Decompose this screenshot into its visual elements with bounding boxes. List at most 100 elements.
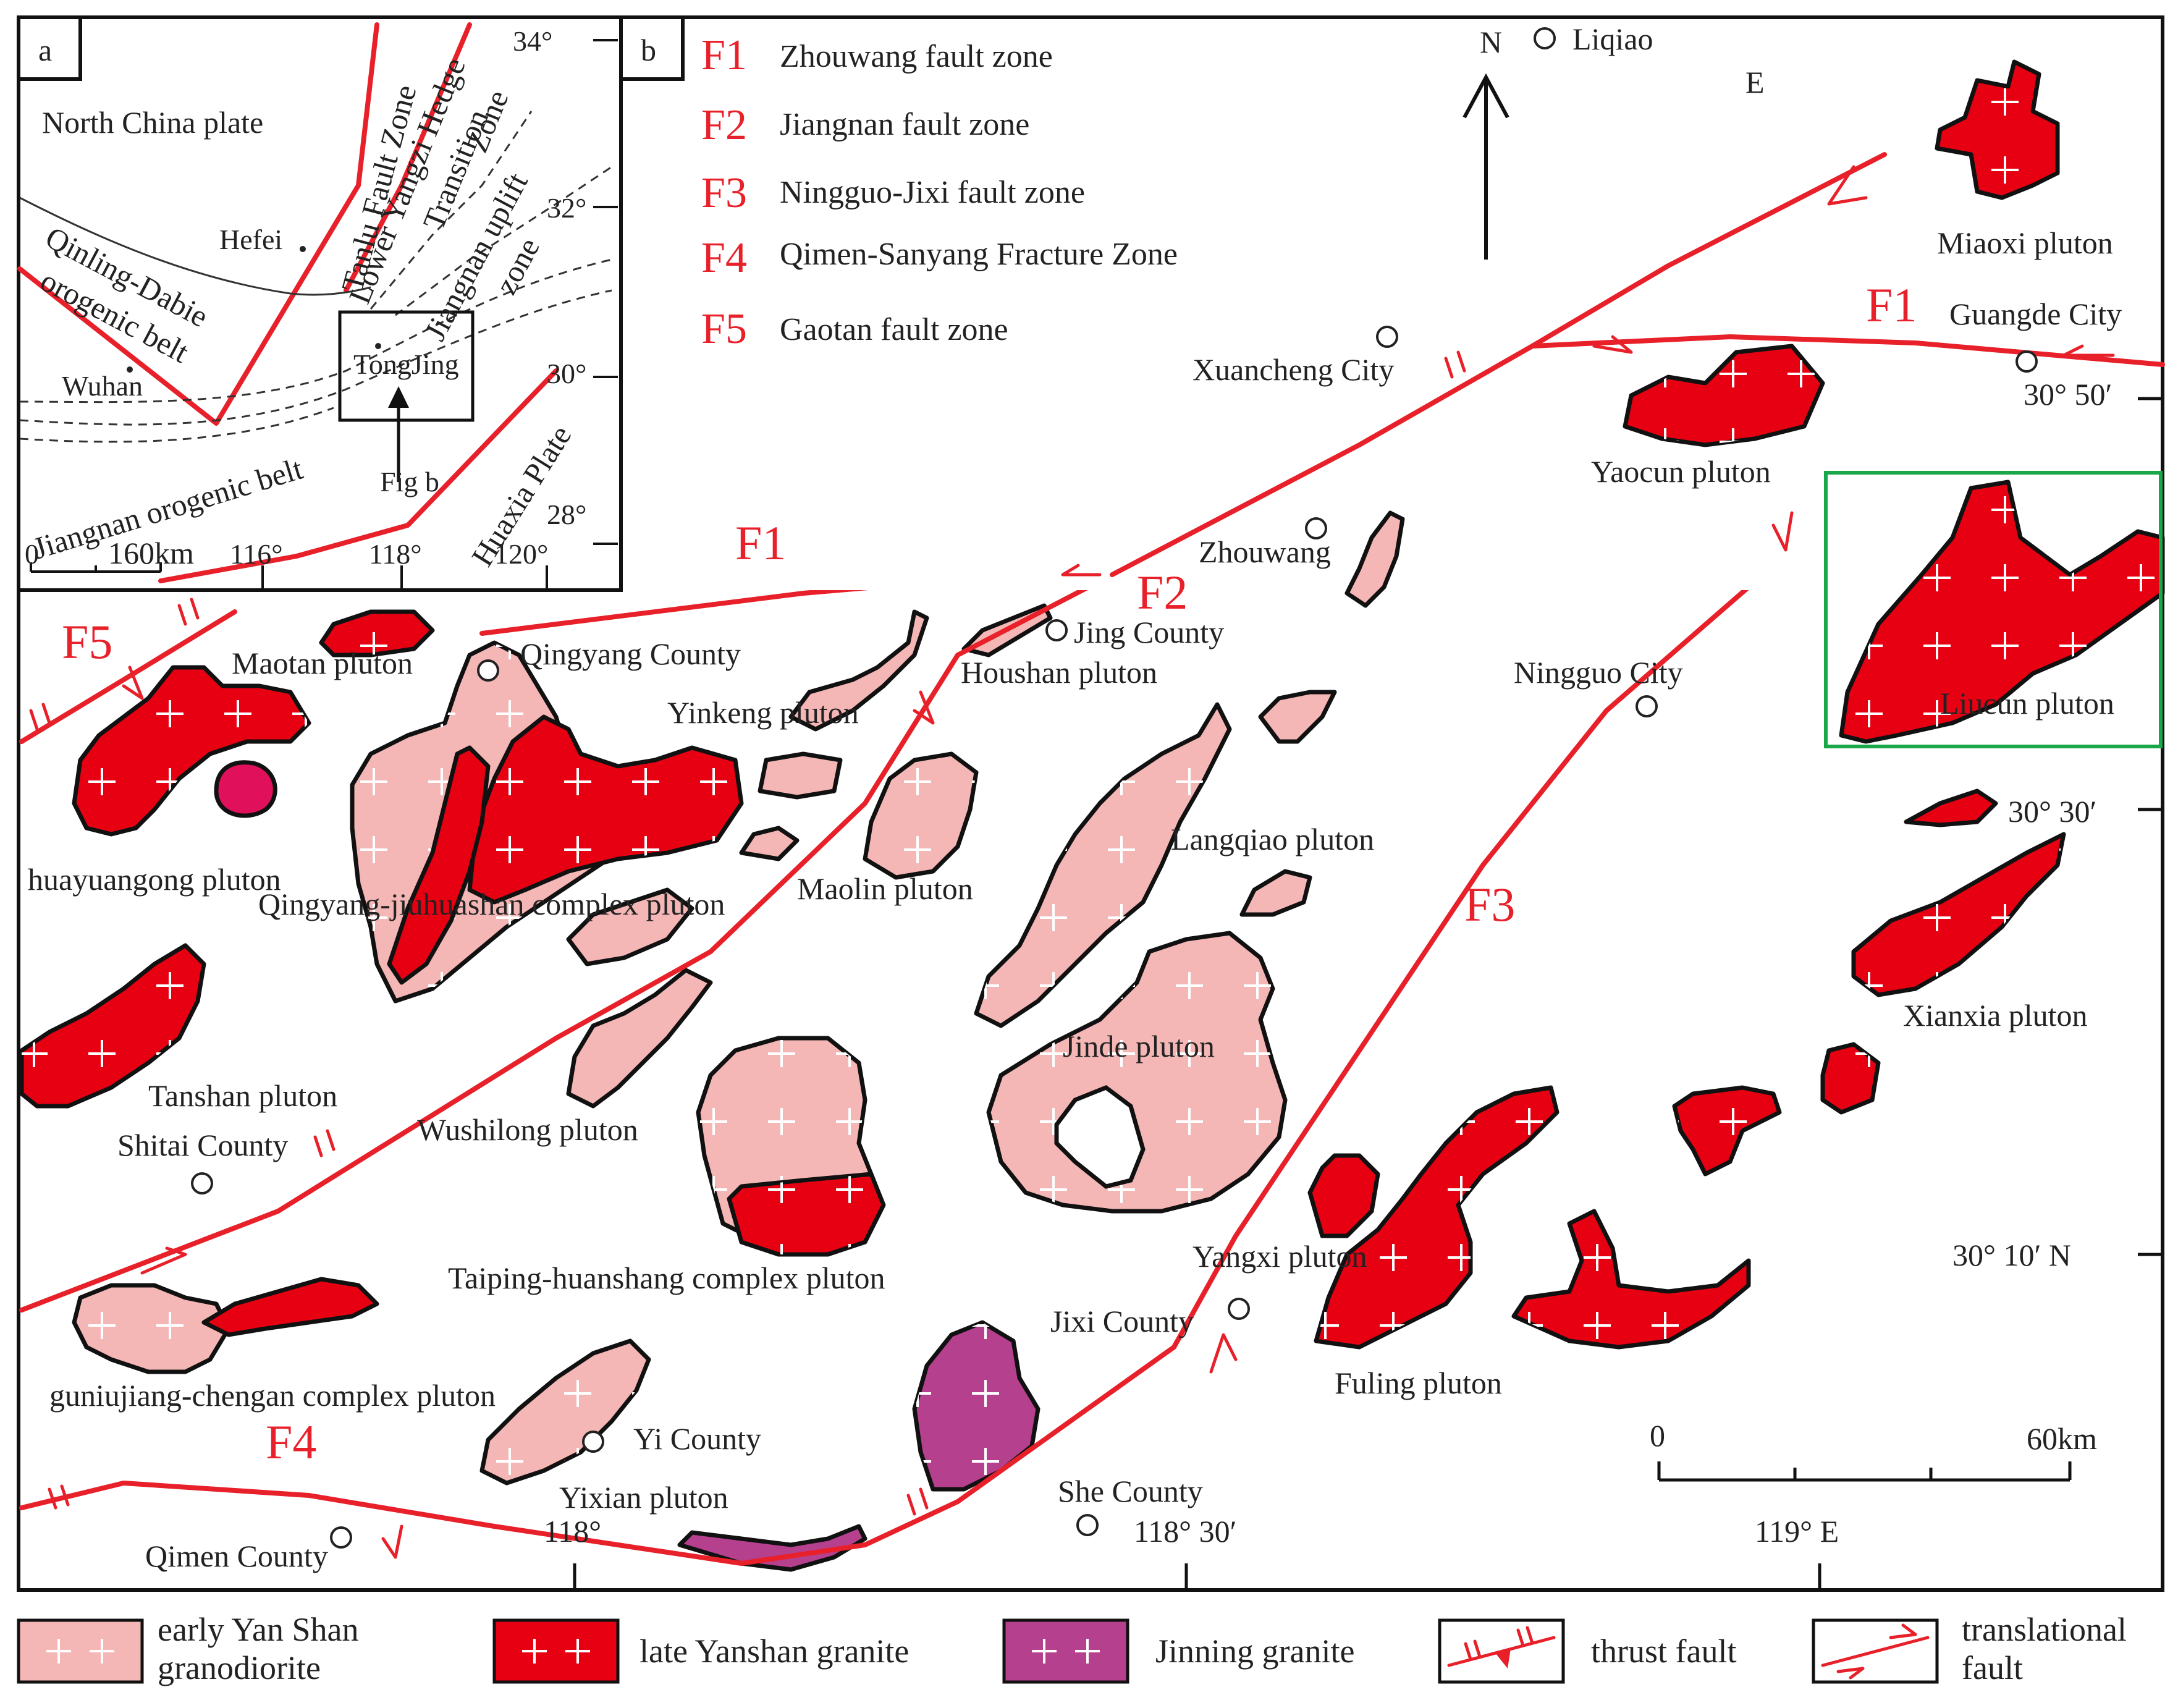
small-red-pluton-3030	[1904, 788, 1998, 827]
faults-main	[19, 590, 1749, 1566]
inset-north-china-label: North China plate	[42, 105, 263, 140]
qimen-label: Qimen County	[145, 1539, 328, 1573]
jixi-label: Jixi County	[1050, 1304, 1194, 1338]
fault-f5	[19, 609, 237, 744]
maotan-label: Maotan pluton	[232, 646, 413, 680]
fault-legend-f1-code: F1	[701, 32, 747, 79]
f3-arrow-north	[1771, 511, 1794, 552]
f1-thrust-ticks	[1444, 350, 1466, 379]
liucun-label: Liucun pluton	[1940, 686, 2114, 721]
she-marker	[1076, 1514, 1099, 1536]
legend-late-yanshan-swatch	[492, 1618, 620, 1684]
guangde-marker	[2015, 350, 2038, 373]
fault-f1-west	[479, 590, 869, 636]
zhouwang-marker	[1305, 517, 1327, 539]
maotan-pluton-crosses	[321, 612, 433, 655]
fault-label-f4: F4	[266, 1415, 316, 1469]
f5-thrust-ticks	[177, 598, 200, 626]
inset-scale-label: 160km	[108, 536, 194, 570]
coordinate-ticks: 30° 50′ 30° 30′ 30° 10′ N 118° 118° 30′ …	[544, 377, 2163, 1590]
langqiao-pluton-crosses	[976, 704, 1230, 1026]
legend-early-yanshan-crosses	[46, 1639, 114, 1664]
yangxi-label: Yangxi pluton	[1192, 1239, 1367, 1274]
tanshan-pluton-crosses	[22, 945, 204, 1106]
inset-lon-120: 120°	[494, 538, 548, 570]
inset-lat-34: 34°	[513, 25, 552, 57]
lat-3030-label: 30° 30′	[2008, 794, 2096, 829]
inset-lat-ticks	[593, 39, 618, 545]
small-pink-qingyang-south	[566, 887, 694, 966]
inset-tanlu-fault	[344, 22, 472, 293]
liqiao-label: Liqiao	[1572, 22, 1653, 56]
inset-dash-1	[19, 258, 612, 404]
pluton-labels: Miaoxi pluton Yaocun pluton Liucun pluto…	[28, 226, 2114, 1515]
legend-translational-line	[1821, 1636, 1930, 1667]
main-panel-label: b	[641, 33, 656, 67]
f4-thrust-ticks	[48, 1484, 70, 1510]
legend-early-yanshan-swatch	[17, 1618, 144, 1684]
inset-dash-3	[19, 407, 334, 443]
xianxia-pluton-crosses	[1854, 834, 2064, 995]
legend-translational-arrows	[1836, 1623, 1917, 1680]
taiping-label: Taiping-huanshang complex pluton	[448, 1261, 885, 1295]
huayuangong-label: huayuangong pluton	[28, 862, 281, 897]
small-red-pluton-east-crosses	[1823, 1044, 1878, 1112]
yangxi-pluton	[1307, 1153, 1380, 1238]
inset-scale-zero: 0	[25, 538, 39, 570]
f4-arrow	[381, 1524, 403, 1559]
zhouwang-label: Zhouwang	[1199, 535, 1331, 569]
xianxia-label: Xianxia pluton	[1903, 998, 2088, 1033]
liucun-highlight-box	[1824, 471, 2163, 748]
fault-legend-f3-name: Ningguo-Jixi fault zone	[780, 175, 1085, 210]
main-scale-end: 60km	[2027, 1421, 2097, 1456]
lon-ticks	[573, 1563, 1821, 1590]
qingyang-label: Qingyang County	[520, 636, 741, 671]
fault-label-f2: F2	[1137, 565, 1188, 619]
inset-hefei-label: Hefei	[219, 224, 282, 255]
inset-north-china-boundary	[19, 197, 371, 296]
wushilong-pluton	[566, 968, 713, 1109]
inset-qinling-boundary	[17, 22, 379, 426]
legend-translational-line1: translational	[1962, 1611, 2127, 1648]
inset-tongling-label: TongJing	[353, 349, 459, 380]
jing-label: Jing County	[1074, 615, 1224, 649]
legend-thrust-ticks	[1464, 1626, 1534, 1661]
legend-late-yanshan-crosses	[522, 1639, 590, 1664]
f3-thrust-ticks	[906, 1487, 929, 1516]
miaoxi-pluton-crosses	[1937, 62, 2058, 198]
legend-jinning-swatch	[1002, 1618, 1129, 1684]
fuling-pluton-crosses	[1316, 1088, 1557, 1347]
fault-label-f1-east: F1	[1866, 278, 1917, 332]
fault-f2	[19, 590, 1088, 1313]
f1-arrow-guangde	[2062, 344, 2115, 357]
f2-arrow-south	[140, 1246, 187, 1275]
langqiao-label: Langqiao pluton	[1171, 822, 1374, 856]
inset-lon-116: 116°	[230, 538, 283, 570]
yixian-label: Yixian pluton	[559, 1480, 728, 1515]
main-scale-bar: 0 60km	[1650, 1418, 2097, 1482]
qingyang-red-sliver	[387, 745, 491, 985]
place-labels: Liqiao E Xuancheng City Guangde City Zho…	[117, 22, 2122, 1573]
town-markers	[191, 27, 2038, 1549]
main-scale-zero: 0	[1650, 1418, 1665, 1453]
f2-thrust-ticks	[313, 1129, 336, 1157]
fuling-label: Fuling pluton	[1335, 1366, 1502, 1400]
inset-panel-label-box	[17, 15, 82, 81]
small-pink-yinkeng-south2	[739, 826, 800, 861]
she-label: She County	[1058, 1474, 1203, 1508]
f1-arrow-yaocun	[1592, 335, 1633, 354]
inset-wuhan-dot	[127, 366, 133, 373]
plutons	[19, 59, 2165, 1572]
fault-legend-f4-code: F4	[701, 234, 747, 282]
small-pink-yinkeng-south	[758, 751, 843, 800]
jinning-granite-pluton-crosses	[914, 1322, 1038, 1489]
fault-legend-f5-name: Gaotan fault zone	[780, 312, 1008, 347]
xuancheng-label: Xuancheng City	[1192, 352, 1394, 387]
yixian-pluton-crosses	[482, 1341, 649, 1483]
jixi-marker	[1228, 1298, 1250, 1320]
f3-arrow-south	[1209, 1333, 1238, 1374]
yi-marker	[582, 1431, 604, 1453]
shitai-label: Shitai County	[117, 1128, 288, 1162]
wushilong-label: Wushilong pluton	[417, 1112, 638, 1147]
main-panel-label-box	[619, 15, 685, 81]
